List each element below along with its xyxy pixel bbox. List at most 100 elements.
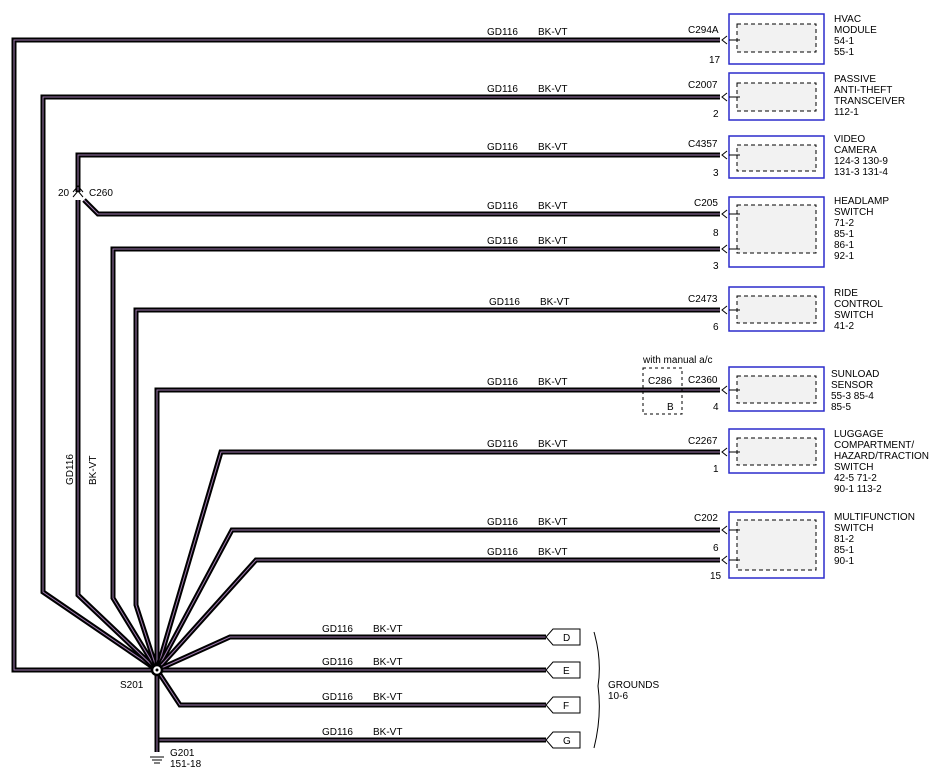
wire-label-circuit: GD116: [489, 297, 520, 308]
component-name: CONTROL: [834, 299, 883, 310]
component-ride-control-switch[interactable]: C2473 6 RIDE CONTROL SWITCH 41-2: [688, 286, 883, 333]
optional-connector-c286[interactable]: with manual a/c C286 B: [642, 355, 712, 415]
grounds-ref: 10-6: [608, 691, 628, 702]
optional-note: with manual a/c: [642, 355, 712, 366]
component-name: ANTI-THEFT: [834, 85, 892, 96]
component-hvac-module[interactable]: C294A 17 HVAC MODULE 54-1 55-1: [688, 13, 877, 66]
ground-tab-letter: E: [563, 666, 570, 677]
component-name: VIDEO: [834, 134, 865, 145]
component-ref: 112-1: [834, 107, 859, 118]
wires: [11, 37, 720, 752]
component-name: HAZARD/TRACTION: [834, 451, 929, 462]
component-ref: 131-3 131-4: [834, 167, 888, 178]
component-ref: 55-1: [834, 47, 854, 58]
component-sunload-sensor[interactable]: C2360 4 SUNLOAD SENSOR 55-3 85-4 85-5: [688, 366, 879, 413]
ground-tab-e[interactable]: E: [545, 661, 581, 679]
component-ref: 124-3 130-9: [834, 156, 888, 167]
pin-number: 8: [713, 228, 719, 239]
wire-label-color: BK-VT: [538, 84, 567, 95]
wire-label-color: BK-VT: [538, 377, 567, 388]
component-name: COMPARTMENT/: [834, 440, 914, 451]
connector-label: C2267: [688, 436, 718, 447]
component-ref: 81-2: [834, 534, 854, 545]
wire-label-color: BK-VT: [373, 727, 402, 738]
component-ref: 41-2: [834, 321, 854, 332]
component-name: HVAC: [834, 14, 861, 25]
ground-tab-d[interactable]: D: [545, 628, 581, 646]
component-ref: 92-1: [834, 251, 854, 262]
wire-label-circuit: GD116: [322, 727, 353, 738]
component-ref: 85-5: [831, 402, 851, 413]
pin-number: 3: [713, 261, 719, 272]
wire-label-circuit: GD116: [487, 84, 518, 95]
connector-label: C4357: [688, 139, 718, 150]
wire-headlamp-8[interactable]: [82, 198, 720, 217]
wire-hvac[interactable]: [11, 37, 720, 673]
wire-label-color: BK-VT: [373, 657, 402, 668]
wire-label-circuit: GD116: [487, 517, 518, 528]
wire-label-color: BK-VT: [538, 439, 567, 450]
component-name: SUNLOAD: [831, 369, 879, 380]
inline-connector-c260[interactable]: 20 C260: [58, 185, 113, 199]
wire-multifunction-6[interactable]: [154, 527, 720, 672]
wire-label-color: BK-VT: [373, 624, 402, 635]
wire-label-circuit: GD116: [487, 27, 518, 38]
component-name: SWITCH: [834, 462, 873, 473]
component-ref: 90-1: [834, 556, 854, 567]
component-name: MULTIFUNCTION: [834, 512, 915, 523]
component-ref: 85-1: [834, 229, 854, 240]
wire-label-color: BK-VT: [540, 297, 569, 308]
wire-label-circuit: GD116: [487, 439, 518, 450]
ground-tab-letter: G: [563, 736, 571, 747]
pin-arrow-icon: [721, 385, 728, 395]
component-name: SWITCH: [834, 523, 873, 534]
component-name: LUGGAGE: [834, 429, 884, 440]
wire-label-color: BK-VT: [538, 547, 567, 558]
grounds-label: GROUNDS: [608, 680, 659, 691]
component-ref: 86-1: [834, 240, 854, 251]
component-ref: 55-3 85-4: [831, 391, 874, 402]
ground-tab-f[interactable]: F: [545, 696, 581, 714]
wire-label-color-vertical: BK-VT: [88, 456, 99, 485]
wire-label-color: BK-VT: [373, 692, 402, 703]
wire-video-camera[interactable]: [75, 152, 720, 192]
component-multifunction-switch[interactable]: C202 6 15 MULTIFUNCTION SWITCH 81-2 85-1…: [694, 511, 915, 582]
wire-label-circuit: GD116: [487, 236, 518, 247]
wire-label-circuit: GD116: [487, 547, 518, 558]
connector-label: C2473: [688, 294, 718, 305]
g201-ref: 151-18: [170, 759, 202, 770]
g201-label: G201: [170, 748, 195, 759]
connector-label: C202: [694, 513, 718, 524]
component-luggage-compartment-switch[interactable]: C2267 1 LUGGAGE COMPARTMENT/ HAZARD/TRAC…: [688, 428, 929, 495]
wire-c260-trunk[interactable]: [75, 200, 159, 672]
wire-label-color: BK-VT: [538, 201, 567, 212]
pin-arrow-icon: [721, 555, 728, 565]
connector-label: C205: [694, 198, 718, 209]
wire-ride-control[interactable]: [133, 307, 720, 671]
splice-s201[interactable]: S201: [120, 663, 164, 691]
connector-label: C294A: [688, 25, 719, 36]
pin-arrow-icon: [721, 150, 728, 160]
wire-label-circuit: GD116: [322, 657, 353, 668]
c260-pin: 20: [58, 188, 70, 199]
component-ref: 71-2: [834, 218, 854, 229]
c286-pin: B: [667, 402, 674, 413]
component-video-camera[interactable]: C4357 3 VIDEO CAMERA 124-3 130-9 131-3 1…: [688, 134, 888, 179]
component-name: SENSOR: [831, 380, 873, 391]
ground-symbol-g201[interactable]: G201 151-18: [150, 748, 202, 770]
component-name: RIDE: [834, 288, 858, 299]
pin-number: 3: [713, 168, 719, 179]
pin-arrow-icon: [721, 447, 728, 457]
ground-tab-g[interactable]: G: [545, 731, 581, 749]
component-name: TRANSCEIVER: [834, 96, 905, 107]
wire-label-circuit: GD116: [487, 142, 518, 153]
wire-pats[interactable]: [40, 94, 720, 673]
wire-label-color: BK-VT: [538, 517, 567, 528]
component-pats-transceiver[interactable]: C2007 2 PASSIVE ANTI-THEFT TRANSCEIVER 1…: [688, 72, 905, 121]
grounds-bracket: [593, 631, 600, 749]
ground-tabs: D E F G GROUNDS 10-6: [545, 628, 659, 749]
c286-label: C286: [648, 376, 672, 387]
component-headlamp-switch[interactable]: C205 8 3 HEADLAMP SWITCH 71-2 85-1 86-1 …: [694, 196, 889, 272]
splice-label: S201: [120, 680, 144, 691]
wire-label-color: BK-VT: [538, 236, 567, 247]
